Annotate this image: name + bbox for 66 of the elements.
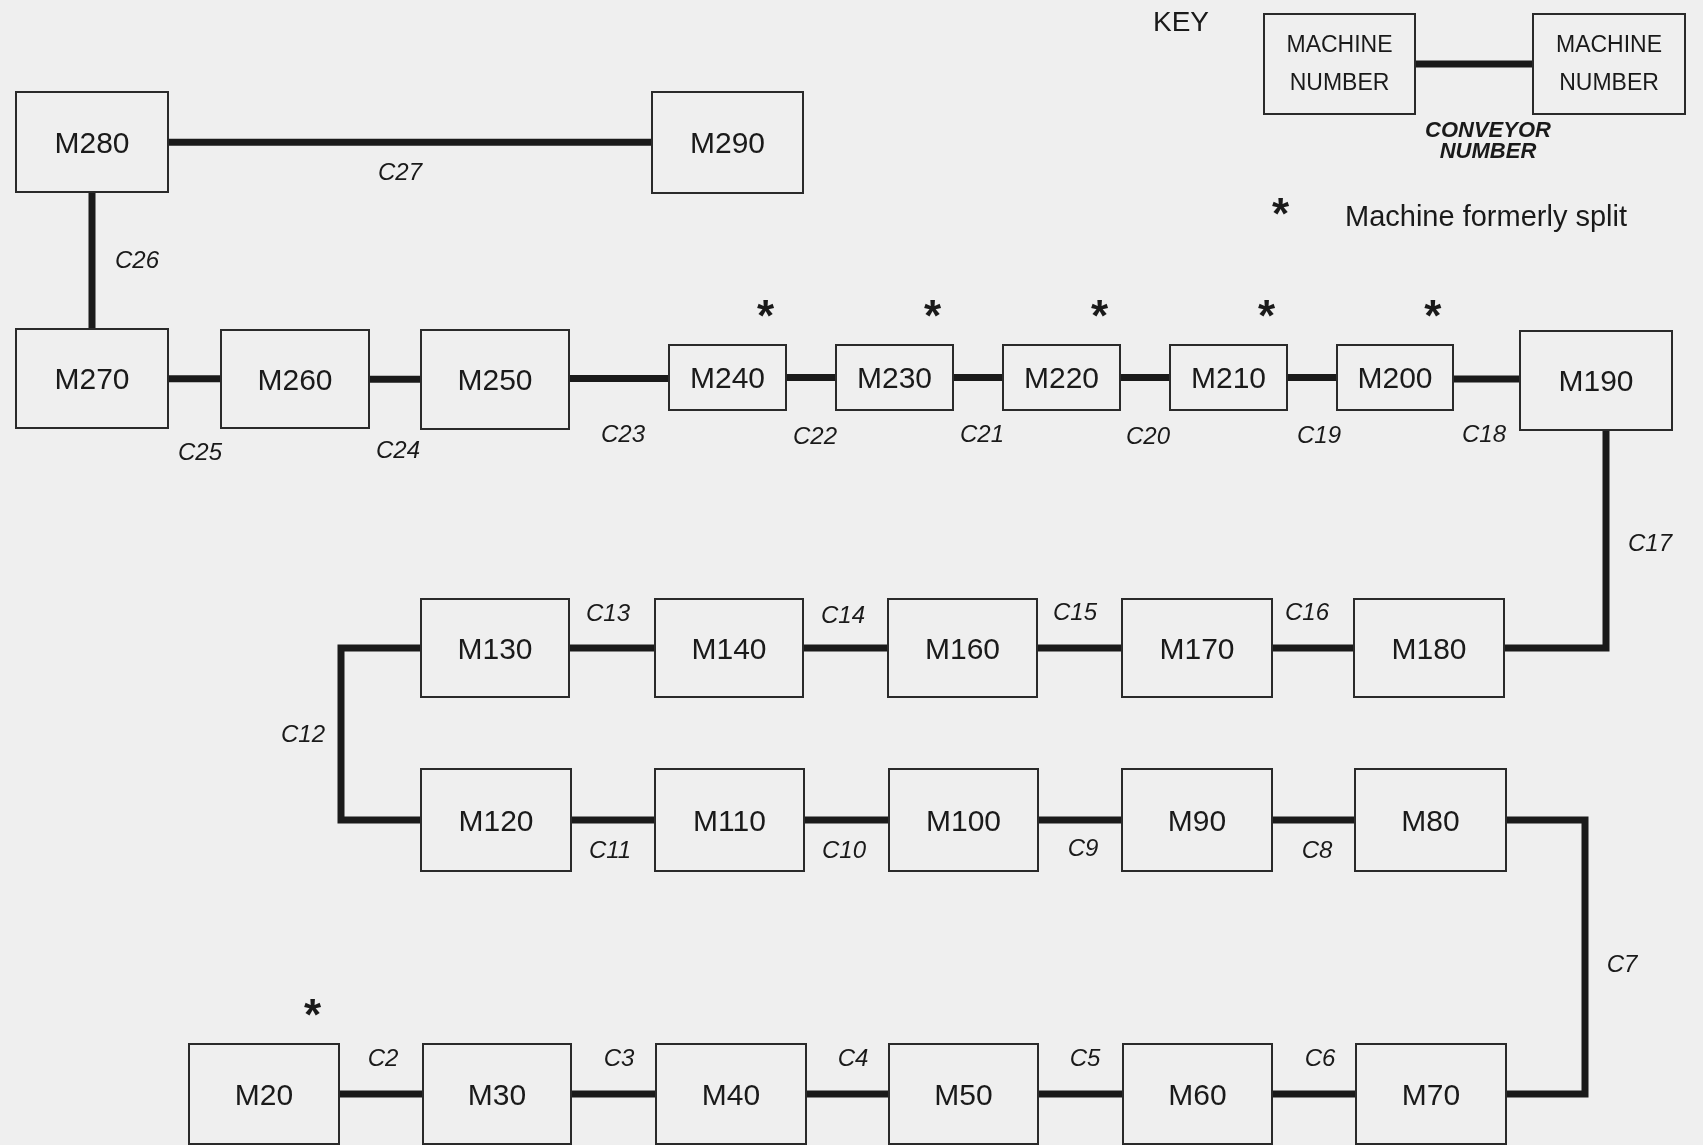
key-machine-box: MACHINE NUMBER — [1263, 13, 1416, 115]
conveyor-line — [1416, 60, 1532, 68]
conveyor-line — [1507, 816, 1589, 1098]
conveyor-line — [804, 644, 887, 652]
machine-box: M90 — [1121, 768, 1273, 872]
machine-box: M280 — [15, 91, 169, 193]
machine-box: M290 — [651, 91, 804, 194]
machine-box: M70 — [1355, 1043, 1507, 1145]
machine-box: M50 — [888, 1043, 1039, 1145]
split-marker: * — [1424, 294, 1442, 338]
conveyor-line — [570, 644, 654, 652]
conveyor-line — [88, 193, 96, 328]
machine-box: M40 — [655, 1043, 807, 1145]
machine-box: M190 — [1519, 330, 1673, 431]
machine-box: M130 — [420, 598, 570, 698]
machine-box: M260 — [220, 329, 370, 429]
machine-box: M30 — [422, 1043, 572, 1145]
split-marker: * — [1091, 294, 1109, 338]
conveyor-line — [1273, 1090, 1355, 1098]
conveyor-line — [570, 375, 668, 382]
conveyor-line — [807, 1090, 888, 1098]
machine-box: M220 — [1002, 344, 1121, 411]
conveyor-line — [169, 138, 651, 146]
conveyor-line — [1121, 374, 1169, 381]
machine-box: M60 — [1122, 1043, 1273, 1145]
split-marker: * — [304, 993, 322, 1037]
conveyor-line — [1273, 644, 1353, 652]
machine-box: M160 — [887, 598, 1038, 698]
split-marker: * — [924, 294, 942, 338]
machine-box: M100 — [888, 768, 1039, 872]
machine-box: M240 — [668, 344, 787, 411]
conveyor-line — [1273, 816, 1354, 824]
conveyor-line — [572, 816, 654, 824]
machine-box: M80 — [1354, 768, 1507, 872]
conveyor-line — [1505, 431, 1610, 652]
conveyor-line — [805, 816, 888, 824]
machine-box: M250 — [420, 329, 570, 430]
machine-box: M170 — [1121, 598, 1273, 698]
conveyor-line — [787, 374, 835, 381]
split-marker: * — [757, 294, 775, 338]
machine-box: M20 — [188, 1043, 340, 1145]
split-marker: * — [1272, 192, 1290, 236]
machine-box: M230 — [835, 344, 954, 411]
conveyor-line — [1288, 374, 1336, 381]
conveyor-line — [1039, 1090, 1122, 1098]
conveyor-line — [169, 375, 220, 383]
machine-box: M200 — [1336, 344, 1454, 411]
conveyor-line — [954, 374, 1002, 381]
conveyor-line — [337, 644, 420, 824]
machine-box: M110 — [654, 768, 805, 872]
conveyor-line — [370, 375, 420, 383]
key-machine-box: MACHINE NUMBER — [1532, 13, 1686, 115]
conveyor-line — [1454, 375, 1519, 383]
machine-box: M140 — [654, 598, 804, 698]
key-note: Machine formerly split — [1345, 202, 1628, 231]
machine-box: M210 — [1169, 344, 1288, 411]
machine-box: M270 — [15, 328, 169, 429]
conveyor-line — [1039, 816, 1121, 824]
machine-box: M180 — [1353, 598, 1505, 698]
split-marker: * — [1258, 294, 1276, 338]
conveyor-label: CONVEYOR NUMBER — [1424, 120, 1552, 162]
machine-box: M120 — [420, 768, 572, 872]
conveyor-line — [572, 1090, 655, 1098]
conveyor-line — [1038, 644, 1121, 652]
conveyor-line — [340, 1090, 422, 1098]
key-heading: KEY — [1153, 8, 1210, 36]
